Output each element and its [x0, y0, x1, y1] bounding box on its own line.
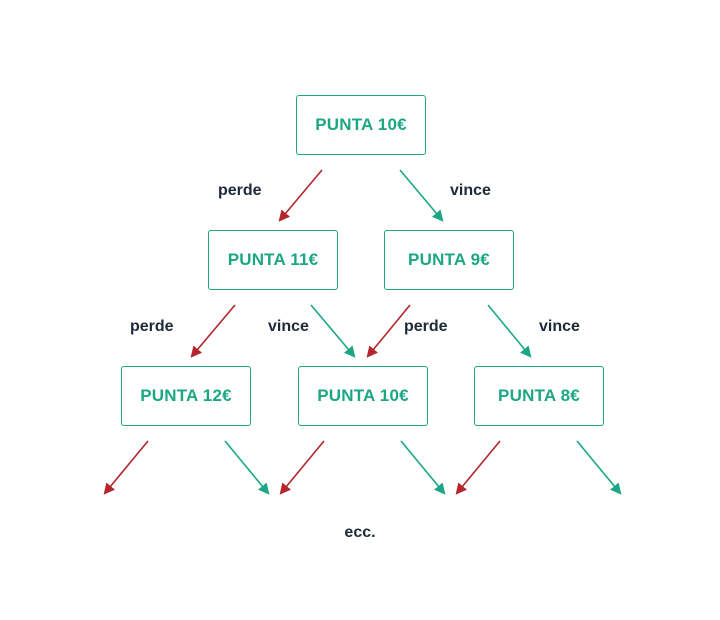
node-root: PUNTA 10€: [296, 95, 426, 155]
lose-arrow: [366, 304, 411, 358]
win-label: vince: [450, 182, 491, 199]
continuation-text: ecc.: [344, 524, 376, 541]
node-level2-left: PUNTA 11€: [208, 230, 338, 290]
win-arrow: [576, 440, 622, 495]
lose-label: perde: [218, 182, 262, 199]
lose-arrow: [455, 440, 501, 495]
win-label: vince: [539, 318, 580, 335]
win-label: vince: [268, 318, 309, 335]
lose-arrow: [279, 440, 325, 495]
win-arrow: [399, 169, 444, 222]
node-level3-middle: PUNTA 10€: [298, 366, 428, 426]
lose-label: perde: [130, 318, 174, 335]
win-arrow: [400, 440, 446, 495]
lose-arrow: [278, 169, 323, 222]
lose-arrow: [103, 440, 149, 495]
win-arrow: [487, 304, 532, 358]
node-level2-right: PUNTA 9€: [384, 230, 514, 290]
node-level3-left: PUNTA 12€: [121, 366, 251, 426]
node-level3-right: PUNTA 8€: [474, 366, 604, 426]
win-arrow: [224, 440, 270, 495]
win-arrow: [310, 304, 356, 358]
lose-arrow: [190, 304, 236, 358]
lose-label: perde: [404, 318, 448, 335]
